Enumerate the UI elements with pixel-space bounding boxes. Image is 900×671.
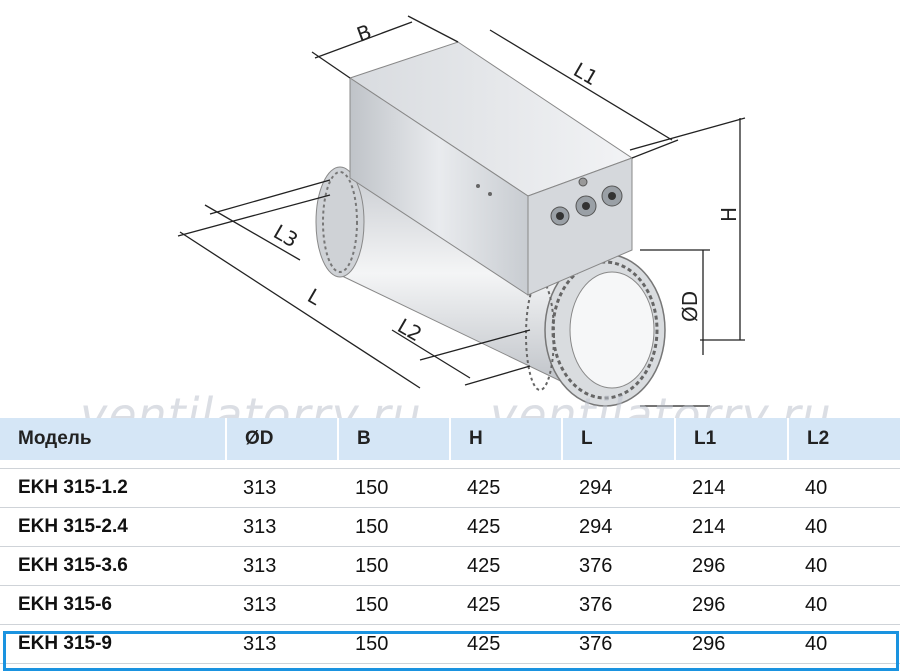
heater-technical-drawing: B L1 H L3 L L2 ØD <box>177 15 746 407</box>
cell-model: EKH 315-1.2 <box>0 469 225 508</box>
cell-h: 425 <box>449 469 561 508</box>
dim-label-l2: L2 <box>394 314 427 347</box>
header-l2: L2 <box>787 418 900 460</box>
table-row: EKH 315-2.4 313 150 425 294 214 40 <box>0 508 900 547</box>
cable-glands <box>550 177 623 226</box>
control-box <box>348 41 634 296</box>
cell-l1: 214 <box>674 469 787 508</box>
cell-l2: 40 <box>787 547 900 586</box>
cell-b: 150 <box>337 508 449 547</box>
cell-l1: 296 <box>674 625 787 664</box>
cell-b: 150 <box>337 547 449 586</box>
table-row: EKH 315-1.2 313 150 425 294 214 40 <box>0 469 900 508</box>
dim-label-d: ØD <box>678 291 702 322</box>
header-h: H <box>449 418 561 460</box>
cell-model: EKH 315-2.4 <box>0 508 225 547</box>
dim-label-l3: L3 <box>270 220 303 253</box>
duct-body <box>315 166 601 401</box>
specifications-table: Модель ØD B H L L1 L2 EKH 315-1.2 313 15… <box>0 418 900 664</box>
cell-b: 150 <box>337 469 449 508</box>
cell-diameter: 313 <box>225 547 337 586</box>
header-b: B <box>337 418 449 460</box>
cell-model: EKH 315-3.6 <box>0 547 225 586</box>
cell-l2: 40 <box>787 469 900 508</box>
cell-l: 376 <box>561 625 674 664</box>
cell-l: 294 <box>561 469 674 508</box>
dim-label-l1: L1 <box>570 58 603 91</box>
cell-diameter: 313 <box>225 586 337 625</box>
cell-l1: 214 <box>674 508 787 547</box>
cell-h: 425 <box>449 547 561 586</box>
cell-diameter: 313 <box>225 508 337 547</box>
cell-l1: 296 <box>674 547 787 586</box>
cell-l: 376 <box>561 547 674 586</box>
dimension-lines <box>177 15 746 407</box>
cell-model: EKH 315-9 <box>0 625 225 664</box>
table-row: EKH 315-3.6 313 150 425 376 296 40 <box>0 547 900 586</box>
cell-h: 425 <box>449 625 561 664</box>
cell-diameter: 313 <box>225 625 337 664</box>
cell-model: EKH 315-6 <box>0 586 225 625</box>
header-diameter: ØD <box>225 418 337 460</box>
table-row-highlighted: EKH 315-9 313 150 425 376 296 40 <box>0 625 900 664</box>
cell-l2: 40 <box>787 625 900 664</box>
header-l1: L1 <box>674 418 787 460</box>
cell-l: 294 <box>561 508 674 547</box>
header-model: Модель <box>0 418 225 460</box>
table-row: EKH 315-6 313 150 425 376 296 40 <box>0 586 900 625</box>
cell-diameter: 313 <box>225 469 337 508</box>
cell-h: 425 <box>449 586 561 625</box>
cell-h: 425 <box>449 508 561 547</box>
cell-l: 376 <box>561 586 674 625</box>
cell-b: 150 <box>337 625 449 664</box>
cell-l2: 40 <box>787 508 900 547</box>
table-header-row: Модель ØD B H L L1 L2 <box>0 418 900 460</box>
cell-b: 150 <box>337 586 449 625</box>
dim-label-h: H <box>717 207 741 222</box>
cell-l1: 296 <box>674 586 787 625</box>
cell-l2: 40 <box>787 586 900 625</box>
table-spacer <box>0 460 900 469</box>
header-l: L <box>561 418 674 460</box>
dim-label-l: L <box>304 284 326 311</box>
